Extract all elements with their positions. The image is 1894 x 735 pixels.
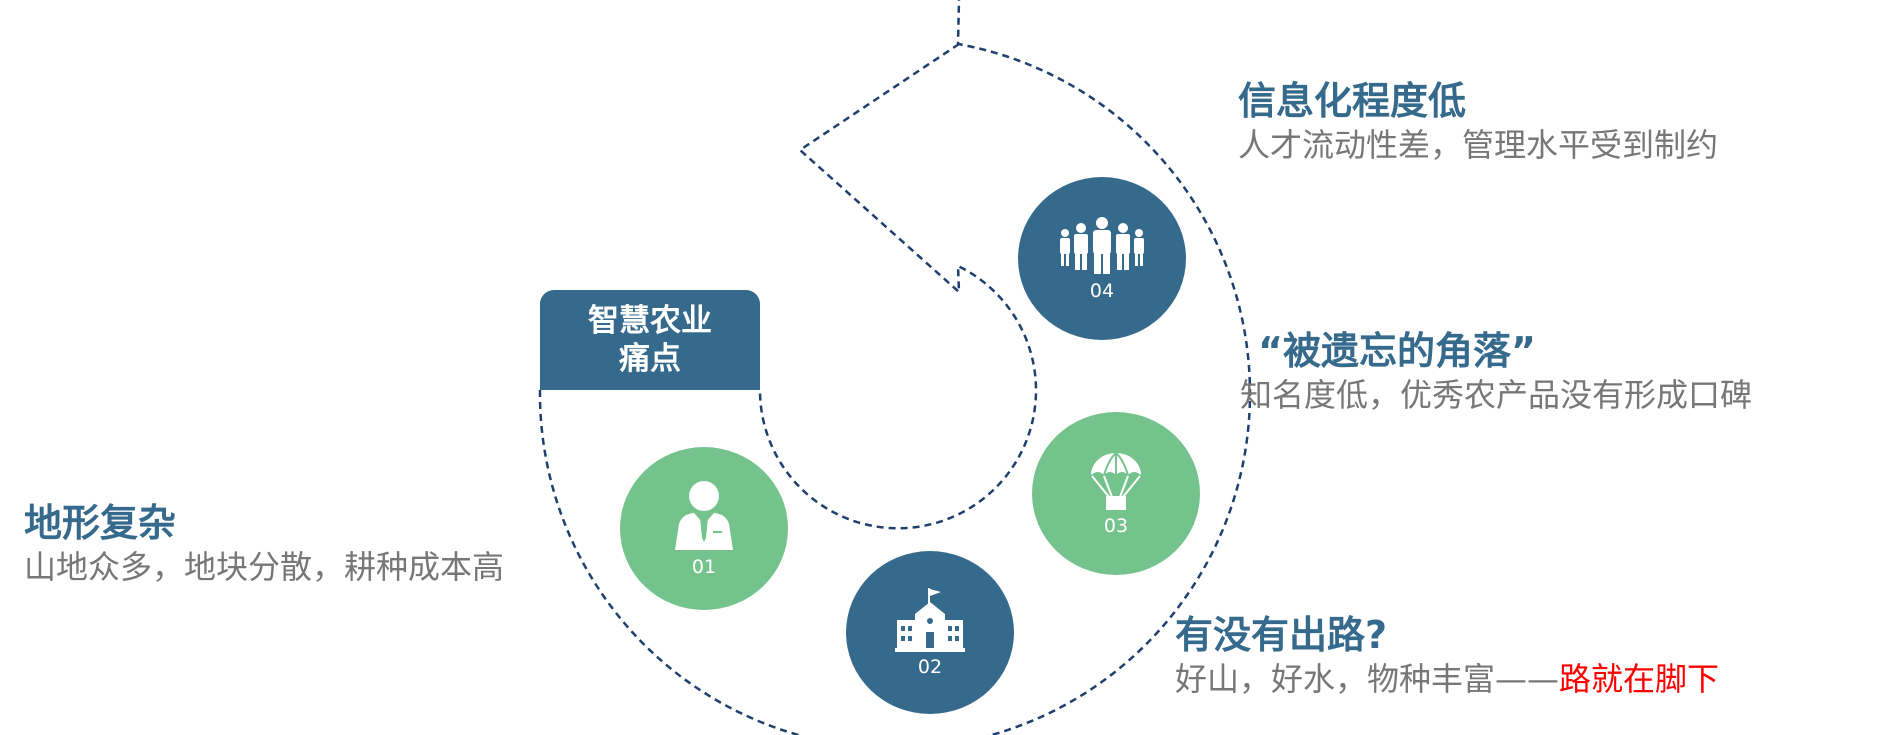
person-tie-icon	[675, 480, 733, 550]
item-title-03: “被遗忘的角落”	[1258, 329, 1536, 373]
item-desc-03: 知名度低，优秀农产品没有形成口碑	[1240, 376, 1753, 414]
item-title-04: 信息化程度低	[1238, 79, 1467, 123]
item-text-01: 地形复杂 山地众多，地块分散，耕种成本高	[24, 500, 504, 588]
item-text-03: “被遗忘的角落” 知名度低，优秀农产品没有形成口碑	[1240, 328, 1752, 416]
item-title-01: 地形复杂	[24, 501, 177, 545]
step-circle-01: 01	[620, 447, 788, 610]
step-circle-03: 03	[1032, 412, 1200, 575]
step-number-04: 04	[1089, 279, 1115, 302]
step-number-01: 01	[691, 555, 717, 578]
school-building-icon	[895, 587, 965, 652]
item-desc-01: 山地众多，地块分散，耕种成本高	[24, 548, 505, 586]
step-number-03: 03	[1103, 514, 1129, 537]
item-desc-04: 人才流动性差，管理水平受到制约	[1238, 126, 1719, 164]
step-number-02: 02	[917, 655, 943, 678]
step-circle-04: 04	[1018, 177, 1186, 340]
item-desc-02: 好山，好水，物种丰富——路就在脚下	[1175, 658, 1719, 700]
item-text-04: 信息化程度低 人才流动性差，管理水平受到制约	[1238, 78, 1718, 166]
item-title-02: 有没有出路?	[1175, 613, 1388, 657]
step-circle-02: 02	[846, 551, 1014, 714]
center-title-line1: 智慧农业	[588, 303, 712, 339]
center-title-line2: 痛点	[619, 341, 681, 377]
parachute-icon	[1091, 451, 1141, 510]
item-desc-02-highlight: 路就在脚下	[1559, 660, 1720, 698]
people-group-icon	[1060, 216, 1144, 274]
item-desc-02-main: 好山，好水，物种丰富——	[1175, 660, 1560, 698]
center-title-tab: 智慧农业 痛点	[540, 290, 760, 390]
item-text-02: 有没有出路? 好山，好水，物种丰富——路就在脚下	[1175, 612, 1719, 700]
